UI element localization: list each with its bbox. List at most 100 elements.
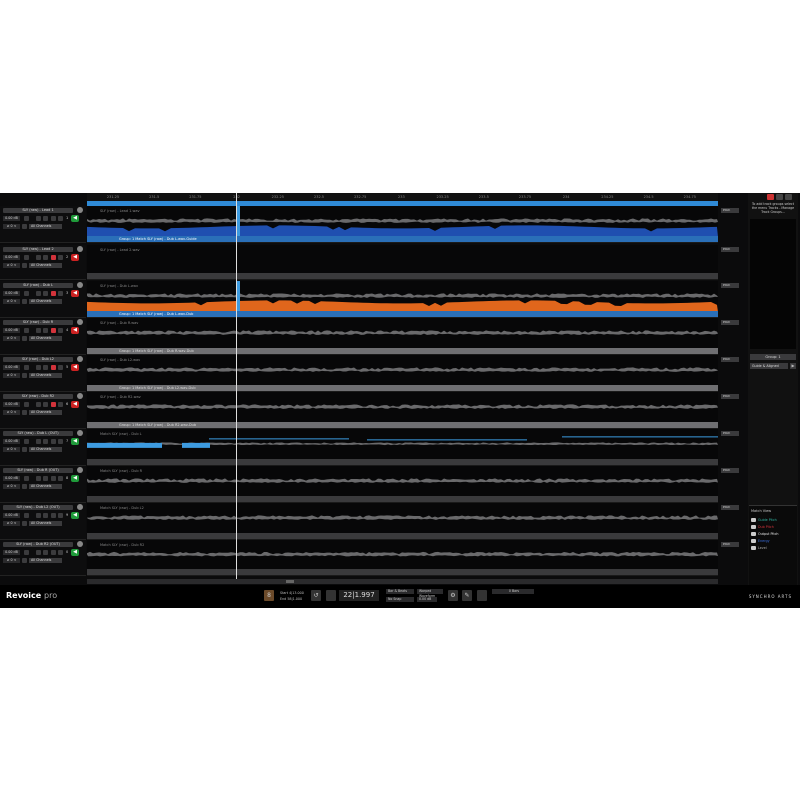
speaker-icon[interactable]: ◀ <box>71 364 79 371</box>
pitch-dropdown[interactable]: Pitch <box>721 542 739 547</box>
track-lane[interactable]: Match SLY (raw) - Dub R <box>87 466 718 503</box>
track-settings-icon[interactable] <box>77 246 83 252</box>
track-gain[interactable]: 0.00 dB <box>3 476 20 481</box>
lock-icon[interactable] <box>36 365 41 370</box>
group-mode-dropdown[interactable]: Guide & Aligned <box>750 363 788 369</box>
settings-icon[interactable] <box>43 216 48 221</box>
input-monitor-icon[interactable] <box>24 476 29 481</box>
link-icon[interactable] <box>22 373 27 378</box>
group-bar[interactable] <box>87 496 718 502</box>
input-monitor-icon[interactable] <box>24 513 29 518</box>
match-view-toggle[interactable]: Energy <box>749 537 797 544</box>
loop-icon[interactable] <box>326 590 336 601</box>
latency-field[interactable]: ≥ 0 < <box>3 558 20 563</box>
mute-button[interactable] <box>51 328 56 333</box>
track-name[interactable]: SLY (raw) - Dub R <box>3 320 73 325</box>
link-icon[interactable] <box>22 484 27 489</box>
track-name[interactable]: SLY (raw) - Dub L2 <box>3 357 73 362</box>
eye-icon[interactable] <box>751 545 756 550</box>
latency-field[interactable]: ≥ 0 < <box>3 484 20 489</box>
pen-tool-icon[interactable]: ✎ <box>462 590 472 601</box>
mute-button[interactable] <box>51 550 56 555</box>
track-lane[interactable]: Match SLY (raw) - Dub L <box>87 429 718 466</box>
track-lane[interactable]: Match SLY (raw) - Dub L2 <box>87 503 718 540</box>
track-lane[interactable]: Match SLY (raw) - Dub R2 <box>87 540 718 576</box>
group-bar[interactable]: Group: 1 Match SLY (raw) - Dub L.wav-Dub <box>87 311 718 317</box>
latency-field[interactable]: ≥ 0 < <box>3 447 20 452</box>
lock-icon[interactable] <box>36 476 41 481</box>
channels-dropdown[interactable]: All Channels <box>29 299 62 304</box>
lock-icon[interactable] <box>36 255 41 260</box>
track-settings-icon[interactable] <box>77 282 83 288</box>
lock-icon[interactable] <box>36 216 41 221</box>
track-lane[interactable]: SLY (raw) - Dub R.wav Group: 1 Match SLY… <box>87 318 718 355</box>
waveform-dropdown[interactable]: Warped Waveform <box>417 589 443 598</box>
loop-range-bar[interactable] <box>87 201 718 206</box>
speaker-icon[interactable]: ◀ <box>71 549 79 556</box>
group-bar[interactable]: Group: 1 Match SLY (raw) - Dub R.wav-Dub <box>87 348 718 354</box>
mute-button[interactable] <box>51 402 56 407</box>
track-lane[interactable]: SLY (raw) - Lead 1.wav Group: 1 Match SL… <box>87 206 718 243</box>
mute-button[interactable] <box>51 476 56 481</box>
link-icon[interactable] <box>22 521 27 526</box>
match-view-toggle[interactable]: Dub Pitch <box>749 523 797 530</box>
link-icon[interactable] <box>22 224 27 229</box>
play-arrow-icon[interactable]: ▶ <box>790 363 796 369</box>
mute-button[interactable] <box>51 513 56 518</box>
horizontal-scrollbar[interactable] <box>87 579 718 584</box>
channels-dropdown[interactable]: All Channels <box>29 224 62 229</box>
link-icon[interactable] <box>22 410 27 415</box>
match-view-toggle[interactable]: Guide Pitch <box>749 516 797 523</box>
speaker-icon[interactable]: ◀ <box>71 327 79 334</box>
track-gain[interactable]: 0.00 dB <box>3 255 20 260</box>
speaker-icon[interactable]: ◀ <box>71 475 79 482</box>
track-name[interactable]: SLY (raw) - Lead 2 <box>3 247 73 252</box>
track-gain[interactable]: 0.00 dB <box>3 216 20 221</box>
pitch-dropdown[interactable]: Pitch <box>721 283 739 288</box>
settings-icon[interactable] <box>43 291 48 296</box>
pitch-dropdown[interactable]: Pitch <box>721 394 739 399</box>
channels-dropdown[interactable]: All Channels <box>29 484 62 489</box>
track-lane[interactable]: SLY (raw) - Dub L.wav Group: 1 Match SLY… <box>87 281 718 318</box>
track-name[interactable]: SLY (raw) - Dub L2 (OUT) <box>3 505 73 510</box>
list-icon[interactable] <box>785 194 792 200</box>
group-bar[interactable] <box>87 273 718 279</box>
gain-field[interactable]: 0.00 dB <box>417 597 437 602</box>
speaker-icon[interactable]: ◀ <box>71 401 79 408</box>
lock-icon[interactable] <box>36 513 41 518</box>
pitch-dropdown[interactable]: Pitch <box>721 357 739 362</box>
link-icon[interactable] <box>22 299 27 304</box>
input-monitor-icon[interactable] <box>24 365 29 370</box>
link-icon[interactable] <box>22 558 27 563</box>
speaker-icon[interactable]: ◀ <box>71 215 79 222</box>
solo-button[interactable] <box>58 513 63 518</box>
track-lane[interactable]: SLY (raw) - Dub R2.wav Group: 1 Match SL… <box>87 392 718 429</box>
track-gain[interactable]: 0.00 dB <box>3 550 20 555</box>
pitch-dropdown[interactable]: Pitch <box>721 468 739 473</box>
mute-button[interactable] <box>51 291 56 296</box>
input-monitor-icon[interactable] <box>24 255 29 260</box>
latency-field[interactable]: ≥ 0 < <box>3 521 20 526</box>
blank-tool-icon[interactable] <box>477 590 487 601</box>
input-monitor-icon[interactable] <box>24 402 29 407</box>
input-monitor-icon[interactable] <box>24 439 29 444</box>
channels-dropdown[interactable]: All Channels <box>29 410 62 415</box>
match-view-toggle[interactable]: Output Pitch <box>749 530 797 537</box>
track-settings-icon[interactable] <box>77 504 83 510</box>
group-bar[interactable]: Group: 1 Match SLY (raw) - Dub R2.wav-Du… <box>87 422 718 428</box>
lock-icon[interactable] <box>36 550 41 555</box>
eye-icon[interactable] <box>751 524 756 529</box>
track-name[interactable]: SLY (raw) - Dub R2 <box>3 394 73 399</box>
link-icon[interactable] <box>22 263 27 268</box>
solo-button[interactable] <box>58 255 63 260</box>
playhead[interactable] <box>236 193 237 583</box>
undo-icon[interactable]: ↺ <box>311 590 321 601</box>
tool-icon[interactable] <box>767 194 774 200</box>
lock-icon[interactable] <box>36 439 41 444</box>
position-counter[interactable]: 22|1.997 <box>339 590 379 601</box>
track-name[interactable]: SLY (raw) - Dub R (OUT) <box>3 468 73 473</box>
track-settings-icon[interactable] <box>77 356 83 362</box>
channels-dropdown[interactable]: All Channels <box>29 447 62 452</box>
bars-dropdown[interactable]: 0 Bars <box>492 589 534 594</box>
pitch-dropdown[interactable]: Pitch <box>721 320 739 325</box>
